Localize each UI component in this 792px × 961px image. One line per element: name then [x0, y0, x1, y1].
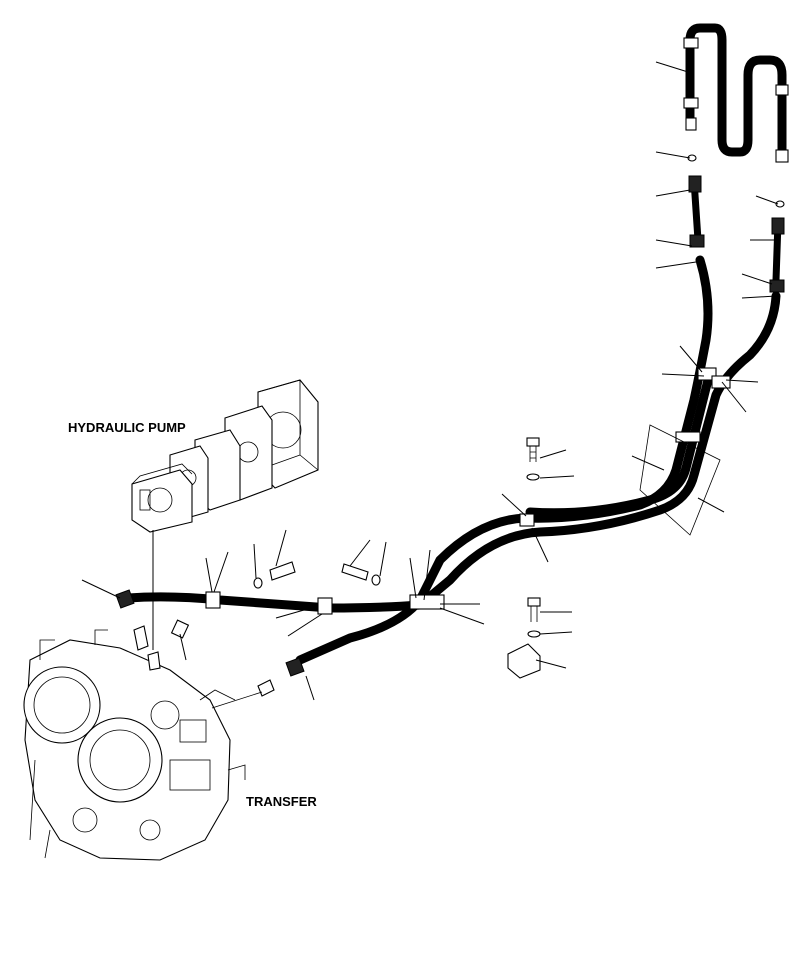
transfer-label: TRANSFER [246, 794, 317, 809]
hose-bundle [115, 175, 785, 677]
transfer-case: TRANSFER [23, 629, 317, 861]
hardware-parts [133, 437, 541, 679]
hydraulic-pump-label: HYDRAULIC PUMP [68, 420, 186, 435]
hydraulic-pump: HYDRAULIC PUMP [68, 379, 319, 533]
leader-lines [81, 61, 779, 701]
upper-pipe-assembly [683, 23, 789, 208]
